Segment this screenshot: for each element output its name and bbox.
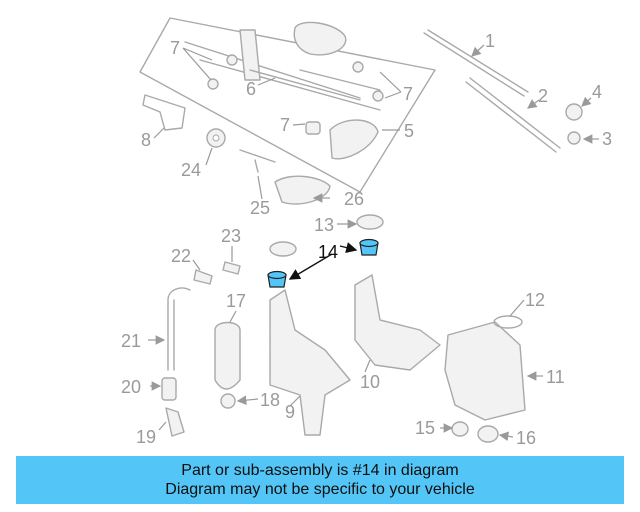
callout-16: 16 xyxy=(516,428,536,448)
banner-disclaimer: Diagram may not be specific to your vehi… xyxy=(165,481,475,498)
callout-26: 26 xyxy=(344,189,364,209)
callout-12: 12 xyxy=(525,290,545,310)
bump-stop-parts xyxy=(267,214,384,288)
callout-7-middle: 7 xyxy=(280,115,290,135)
callout-22: 22 xyxy=(171,246,191,266)
wiper-linkage-panel xyxy=(139,17,436,193)
washer-mount-brackets xyxy=(269,274,441,436)
callout-labels: 1 2 3 4 5 6 7 7 7 8 9 10 11 12 13 14 15 … xyxy=(121,31,612,448)
callout-2: 2 xyxy=(538,86,548,106)
callout-14: 14 xyxy=(318,242,338,262)
part-14-leader-lines xyxy=(288,242,358,280)
callout-7-left: 7 xyxy=(170,38,180,58)
callout-1: 1 xyxy=(485,31,495,51)
callout-13: 13 xyxy=(314,215,334,235)
callout-17: 17 xyxy=(226,291,246,311)
callout-21: 21 xyxy=(121,331,141,351)
washer-reservoir xyxy=(444,315,526,421)
callout-24: 24 xyxy=(181,160,201,180)
small-parts-left xyxy=(142,94,331,205)
callout-15: 15 xyxy=(415,418,435,438)
callout-6: 6 xyxy=(246,79,256,99)
washer-pump-and-hoses xyxy=(161,261,241,437)
callout-3: 3 xyxy=(602,129,612,149)
callout-8: 8 xyxy=(141,130,151,150)
callout-20: 20 xyxy=(121,377,141,397)
wiper-blade-part xyxy=(423,29,583,153)
callout-9: 9 xyxy=(285,402,295,422)
callout-5: 5 xyxy=(404,121,414,141)
callout-19: 19 xyxy=(136,427,156,447)
exploded-parts-diagram: 1 2 3 4 5 6 7 7 7 8 9 10 11 12 13 14 15 … xyxy=(121,17,612,448)
callout-10: 10 xyxy=(360,372,380,392)
callout-7-right: 7 xyxy=(403,84,413,104)
leader-lines xyxy=(148,44,599,442)
callout-4: 4 xyxy=(592,82,602,102)
callout-18: 18 xyxy=(260,390,280,410)
info-banner: Part or sub-assembly is #14 in diagram D… xyxy=(16,456,624,504)
callout-23: 23 xyxy=(221,226,241,246)
callout-25: 25 xyxy=(250,198,270,218)
banner-part-notice: Part or sub-assembly is #14 in diagram xyxy=(181,462,459,479)
grommets-15-16 xyxy=(451,421,499,443)
callout-11: 11 xyxy=(546,367,565,387)
